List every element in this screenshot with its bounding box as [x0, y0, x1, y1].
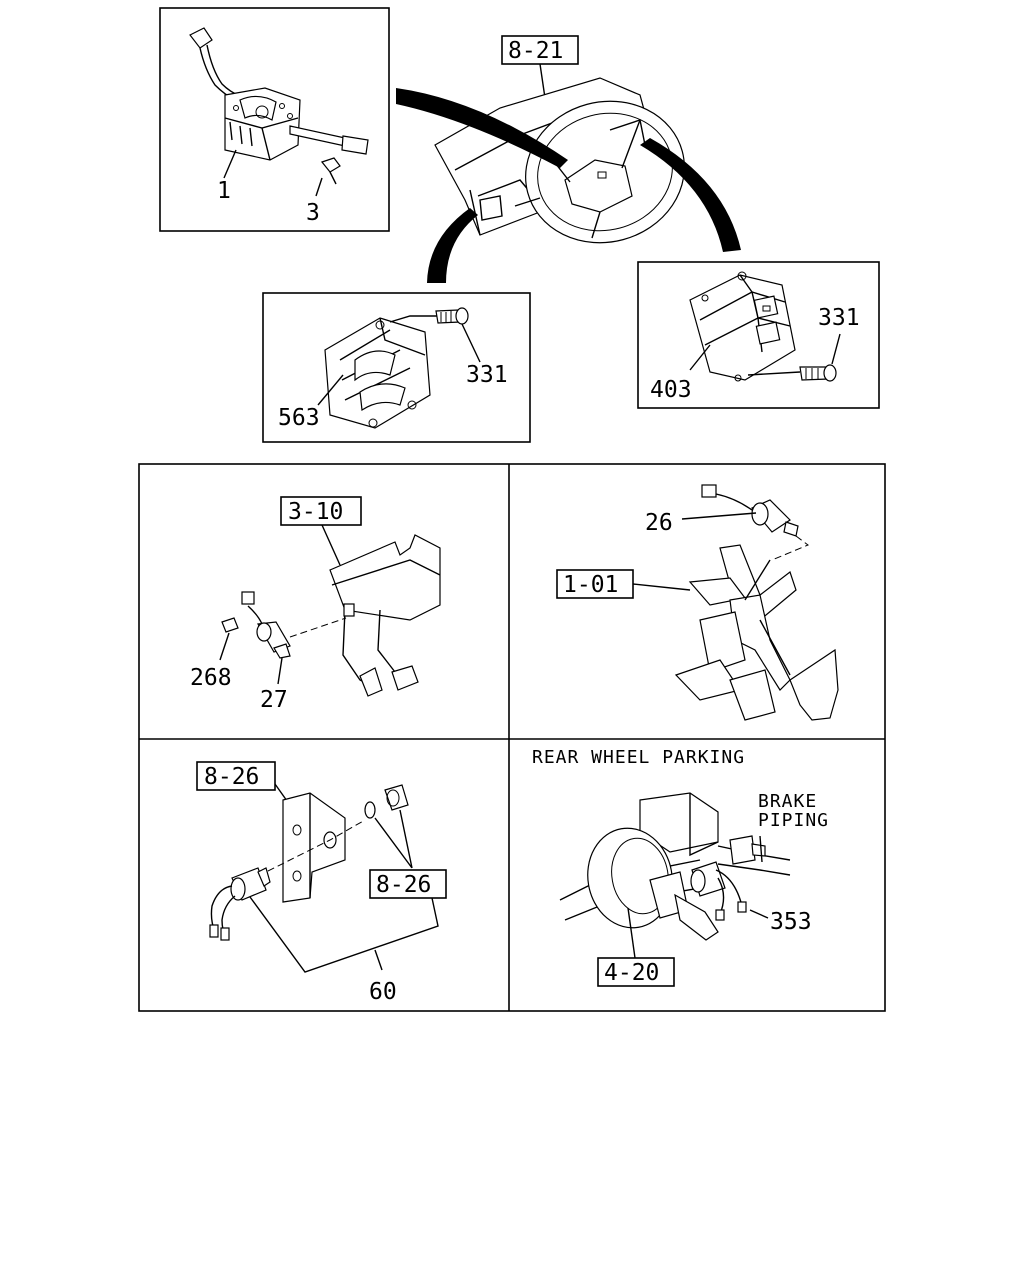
ref-label-4-20: 4-20 — [604, 960, 659, 986]
switch-563-frame — [262, 292, 531, 443]
part-label-60: 60 — [369, 979, 397, 1005]
panel-grid — [138, 463, 886, 1012]
panel-heading-rear-wheel-parking: REAR WHEEL PARKING — [532, 747, 745, 768]
ref-label-8-21: 8-21 — [508, 38, 563, 64]
brake-pedal-switch-panel: 3-10 268 27 — [190, 496, 441, 713]
switch-563-icon — [324, 317, 431, 429]
part-label-26: 26 — [645, 510, 673, 536]
part-label-331-b: 331 — [818, 305, 860, 331]
clutch-switch-panel: 1-01 26 — [556, 484, 839, 721]
part-label-1: 1 — [217, 178, 231, 204]
brake-piping-label-line2: PIPING — [758, 810, 829, 831]
clutch-pedal-icon — [674, 544, 839, 721]
switch-26-icon — [701, 484, 799, 537]
callout-swoosh-right — [640, 138, 741, 252]
ref-label-3-10: 3-10 — [288, 499, 343, 525]
pedal-bracket-icon — [329, 534, 441, 697]
part-label-353: 353 — [770, 909, 812, 935]
dashboard-illustration — [434, 77, 685, 244]
brake-piping-label-line1: BRAKE — [758, 791, 817, 812]
panel-grid-outer — [138, 463, 886, 1012]
callout-swoosh-left — [396, 88, 568, 168]
switch-60-icon — [209, 867, 271, 941]
nut-washer-icon — [364, 784, 409, 819]
ref-label-8-26-b: 8-26 — [376, 872, 431, 898]
ref-label-1-01: 1-01 — [563, 572, 618, 598]
dashboard-steering-group: 8-21 — [396, 35, 741, 283]
ref-label-8-26-a: 8-26 — [204, 764, 259, 790]
switch-353-icon — [690, 861, 747, 921]
ref-box-8-26-a — [196, 761, 276, 791]
mounting-bracket-icon — [282, 792, 346, 903]
ref-box-3-10 — [280, 496, 362, 526]
combination-switch-icon — [189, 27, 369, 197]
part-label-27: 27 — [260, 687, 288, 713]
axle-differential-icon — [559, 792, 791, 941]
callout-swoosh-bottom — [427, 208, 478, 283]
combination-switch-frame — [159, 7, 390, 232]
ref-box-4-20 — [597, 957, 675, 987]
switch-563-group: 563 331 — [262, 292, 531, 443]
part-label-563: 563 — [278, 405, 320, 431]
rear-wheel-parking-panel: REAR WHEEL PARKING BRAKE PIPING — [532, 747, 829, 987]
part-label-403: 403 — [650, 377, 692, 403]
connector-268-icon — [221, 617, 239, 633]
part-label-3: 3 — [306, 200, 320, 226]
brake-switch-27-icon — [241, 591, 291, 659]
ref-box-8-26-b — [369, 869, 447, 899]
brake-tee-icon — [729, 835, 766, 865]
switch-403-icon — [689, 271, 796, 382]
part-label-331-a: 331 — [466, 362, 508, 388]
switch-403-group: 331 403 — [637, 261, 880, 409]
screw-icon-right — [747, 364, 837, 382]
switch-403-frame — [637, 261, 880, 409]
switch-60-panel: 8-26 8-26 60 — [196, 761, 447, 1005]
combination-switch-group: 1 3 — [159, 7, 390, 232]
screw-icon — [389, 307, 469, 325]
part-label-268: 268 — [190, 665, 232, 691]
